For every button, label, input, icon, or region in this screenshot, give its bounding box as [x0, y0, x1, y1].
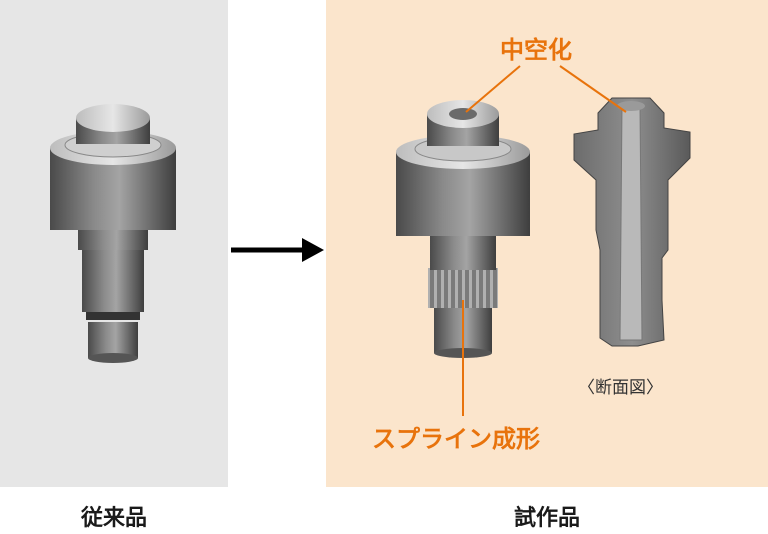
cross-section-view: [573, 97, 691, 347]
callout-hollow: 中空化: [500, 36, 572, 64]
prototype-caption: 試作品: [513, 506, 580, 531]
conventional-shaft: [50, 104, 176, 363]
conventional-caption: 従来品: [80, 506, 147, 531]
direction-arrow: [231, 238, 324, 262]
section-view-label: 〈断面図〉: [578, 378, 663, 398]
callout-spline: スプライン成形: [372, 425, 540, 453]
callout-lines: [462, 65, 627, 416]
prototype-panel: [326, 0, 768, 487]
